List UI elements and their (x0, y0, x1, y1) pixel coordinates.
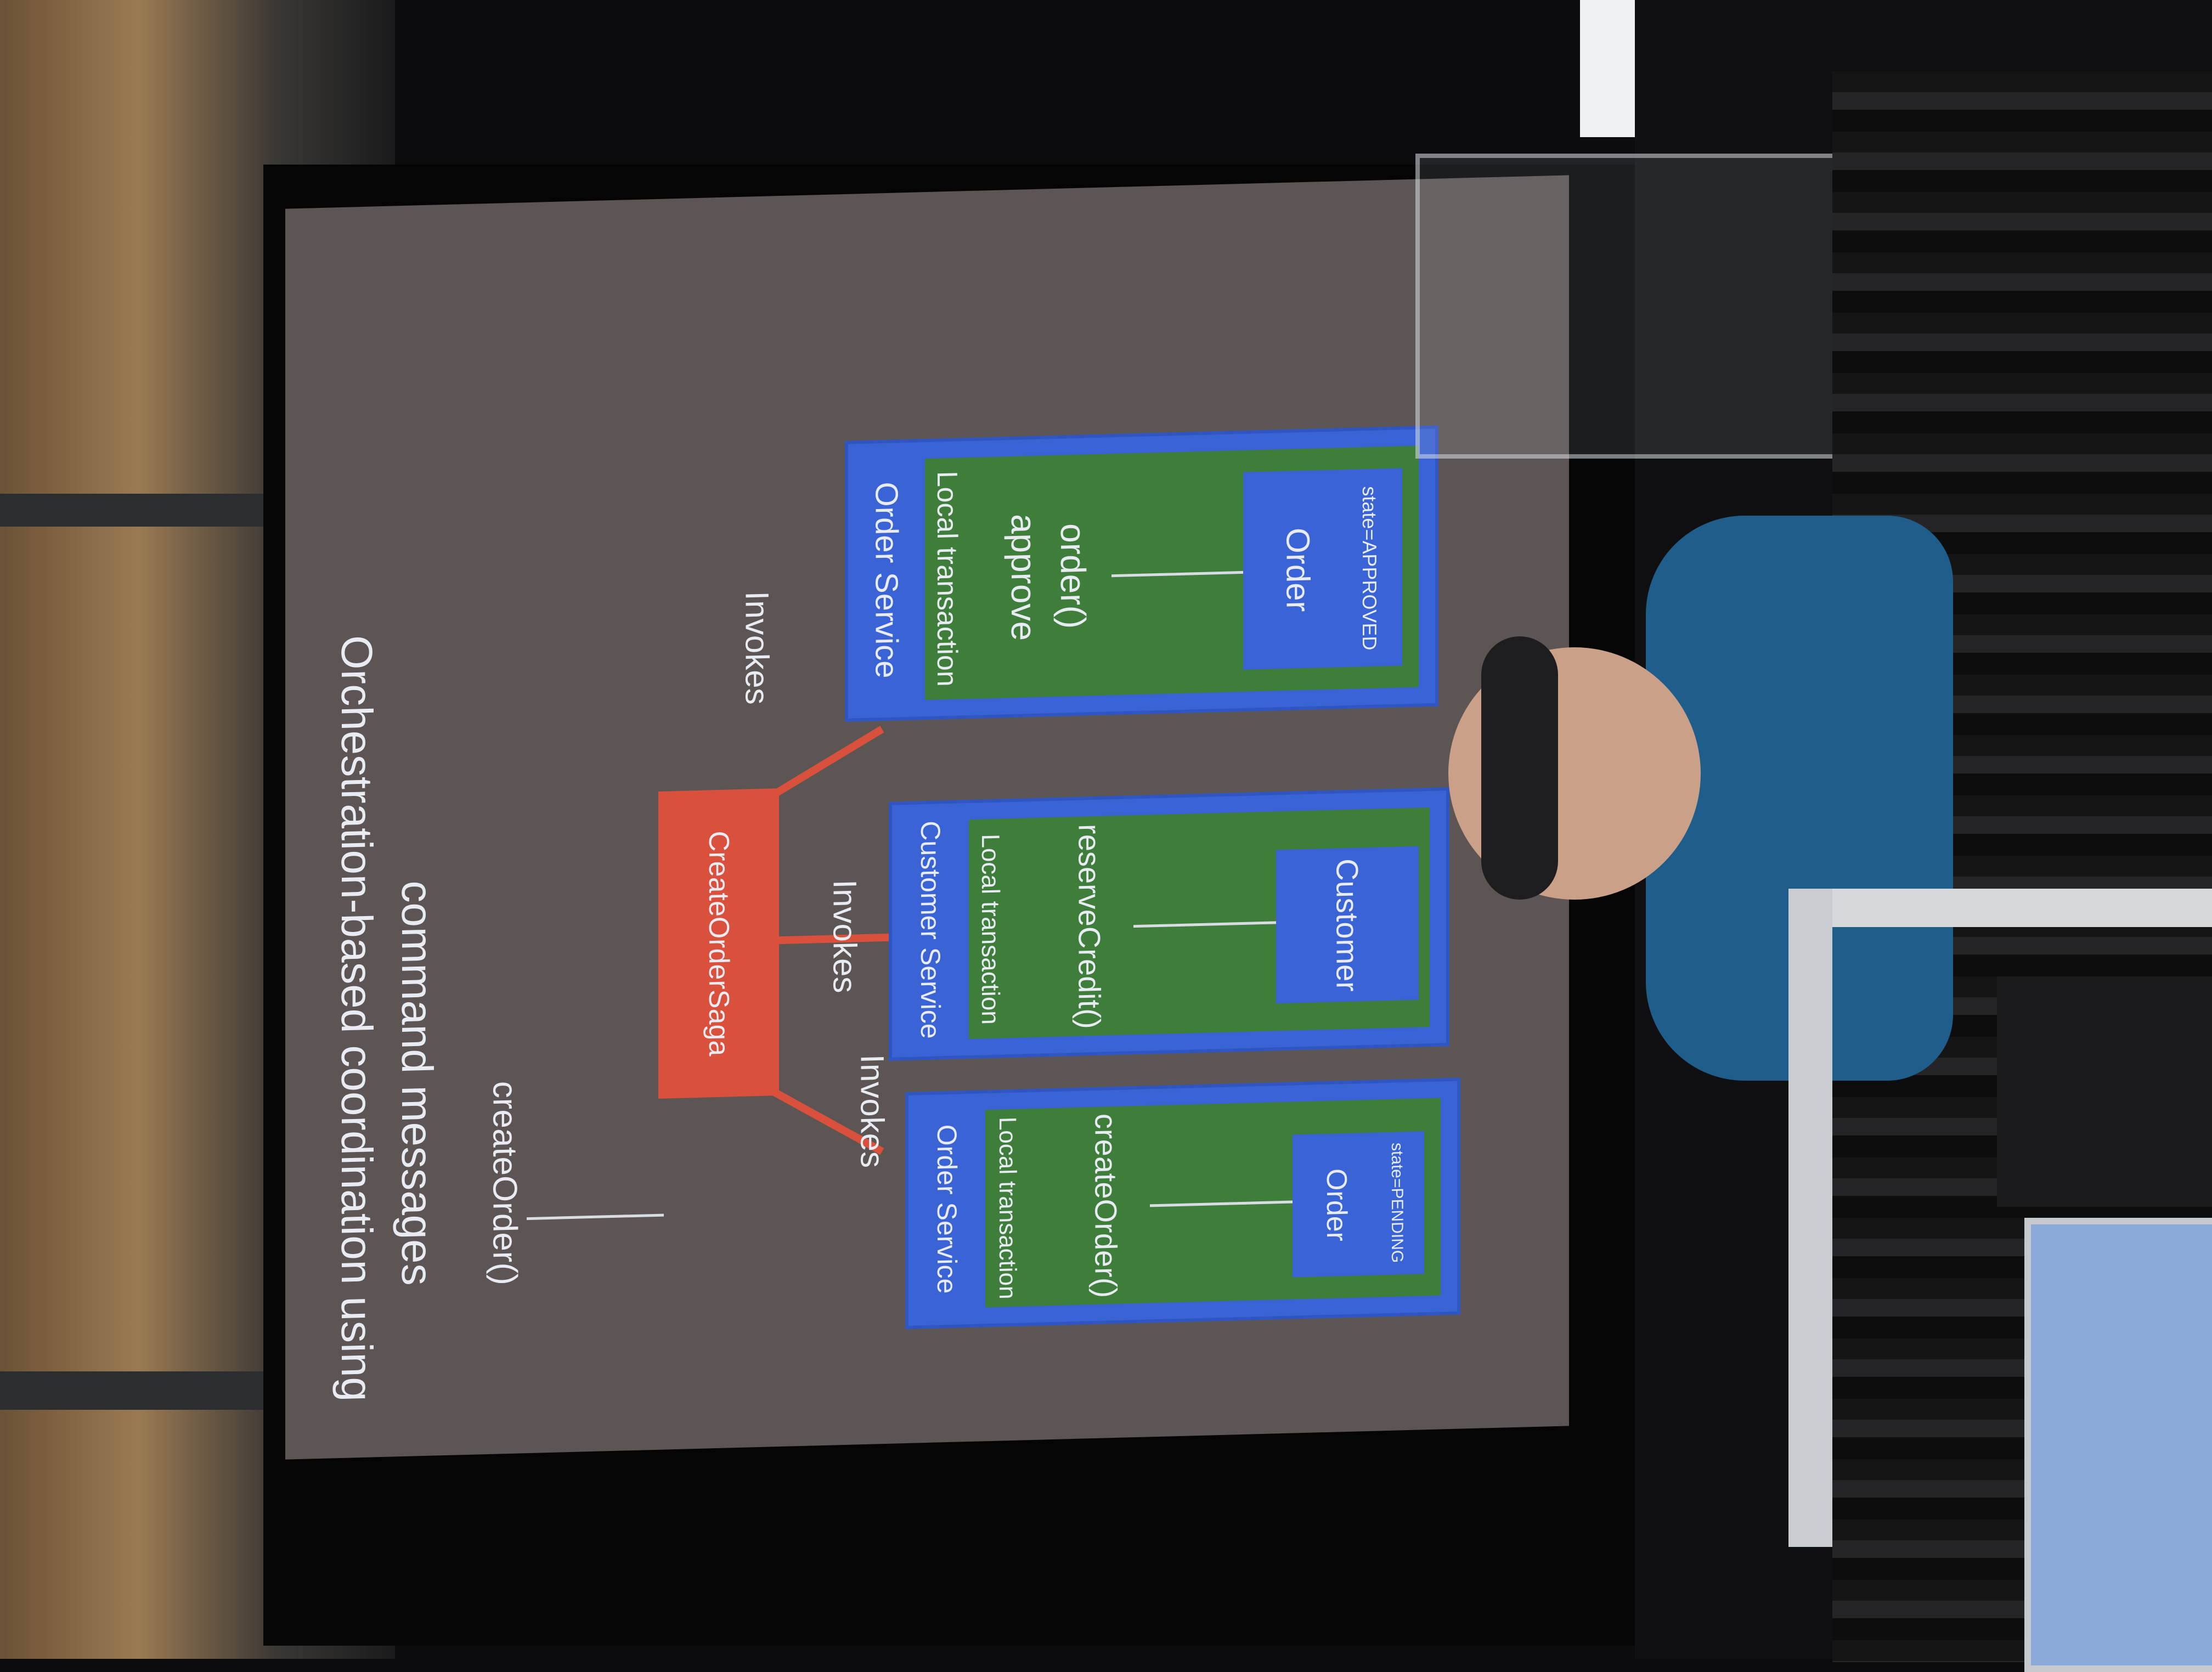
invokes-label: Invokes (826, 879, 864, 994)
saga-label: CreateOrderSaga (703, 830, 735, 1057)
transaction-box: Local transaction createOrder() Order st… (985, 1098, 1441, 1308)
invokes-label: Invokes (854, 1054, 891, 1168)
monitor-box (1997, 976, 2212, 1207)
method-label: createOrder() (1088, 1113, 1124, 1298)
laptop-screen (2024, 1218, 2212, 1672)
customer-service-box: Customer Service Local transaction reser… (889, 787, 1449, 1061)
entity-box: Order state=APPROVED (1243, 468, 1402, 670)
method-label: reserveCredit() (1072, 823, 1107, 1030)
transaction-label: Local transaction (994, 1116, 1021, 1300)
headphones (1481, 636, 1558, 900)
stage-rail-post (1788, 889, 1832, 1547)
service-name: Order Service (932, 1124, 962, 1295)
state-label: state=APPROVED (1358, 485, 1381, 651)
transaction-box: Local transaction reserveCredit() Custom… (969, 807, 1430, 1040)
order-service-approve-box: Order Service Local transaction approve … (845, 425, 1438, 722)
call-label: createOrder() (486, 1080, 524, 1286)
entity-box: Order state=PENDING (1293, 1131, 1424, 1278)
entity-connector (1111, 570, 1243, 578)
entity-box: Customer (1276, 846, 1419, 1004)
method-label-line2: order() (1053, 523, 1093, 629)
entity-label: Order (1321, 1168, 1352, 1242)
entity-label: Customer (1330, 858, 1365, 992)
saga-box: CreateOrderSaga (658, 788, 779, 1099)
entity-connector (1150, 1200, 1293, 1207)
service-name: Customer Service (915, 820, 946, 1040)
stage-rail (1788, 889, 2212, 927)
entity-connector (1133, 921, 1276, 928)
service-name: Order Service (868, 481, 905, 679)
ceiling-beam (0, 494, 307, 527)
lectern (1415, 154, 1847, 459)
presentation-slide: Orchestration-based coordination using c… (285, 175, 1569, 1460)
call-connector (527, 1213, 664, 1221)
invoke-arrow (766, 726, 884, 801)
state-label: state=PENDING (1388, 1142, 1406, 1263)
transaction-label: Local transaction (977, 833, 1005, 1025)
transaction-box: Local transaction approve order() Order … (925, 445, 1419, 701)
order-service-box: Order Service Local transaction createOr… (905, 1077, 1460, 1330)
entity-label: Order (1279, 527, 1317, 613)
slide-title: Orchestration-based coordination using (332, 635, 381, 1402)
method-label-line1: approve (1004, 513, 1043, 641)
invokes-label: Invokes (738, 590, 776, 705)
transaction-label: Local transaction (931, 470, 963, 687)
slide-subtitle: command messages (393, 880, 442, 1286)
